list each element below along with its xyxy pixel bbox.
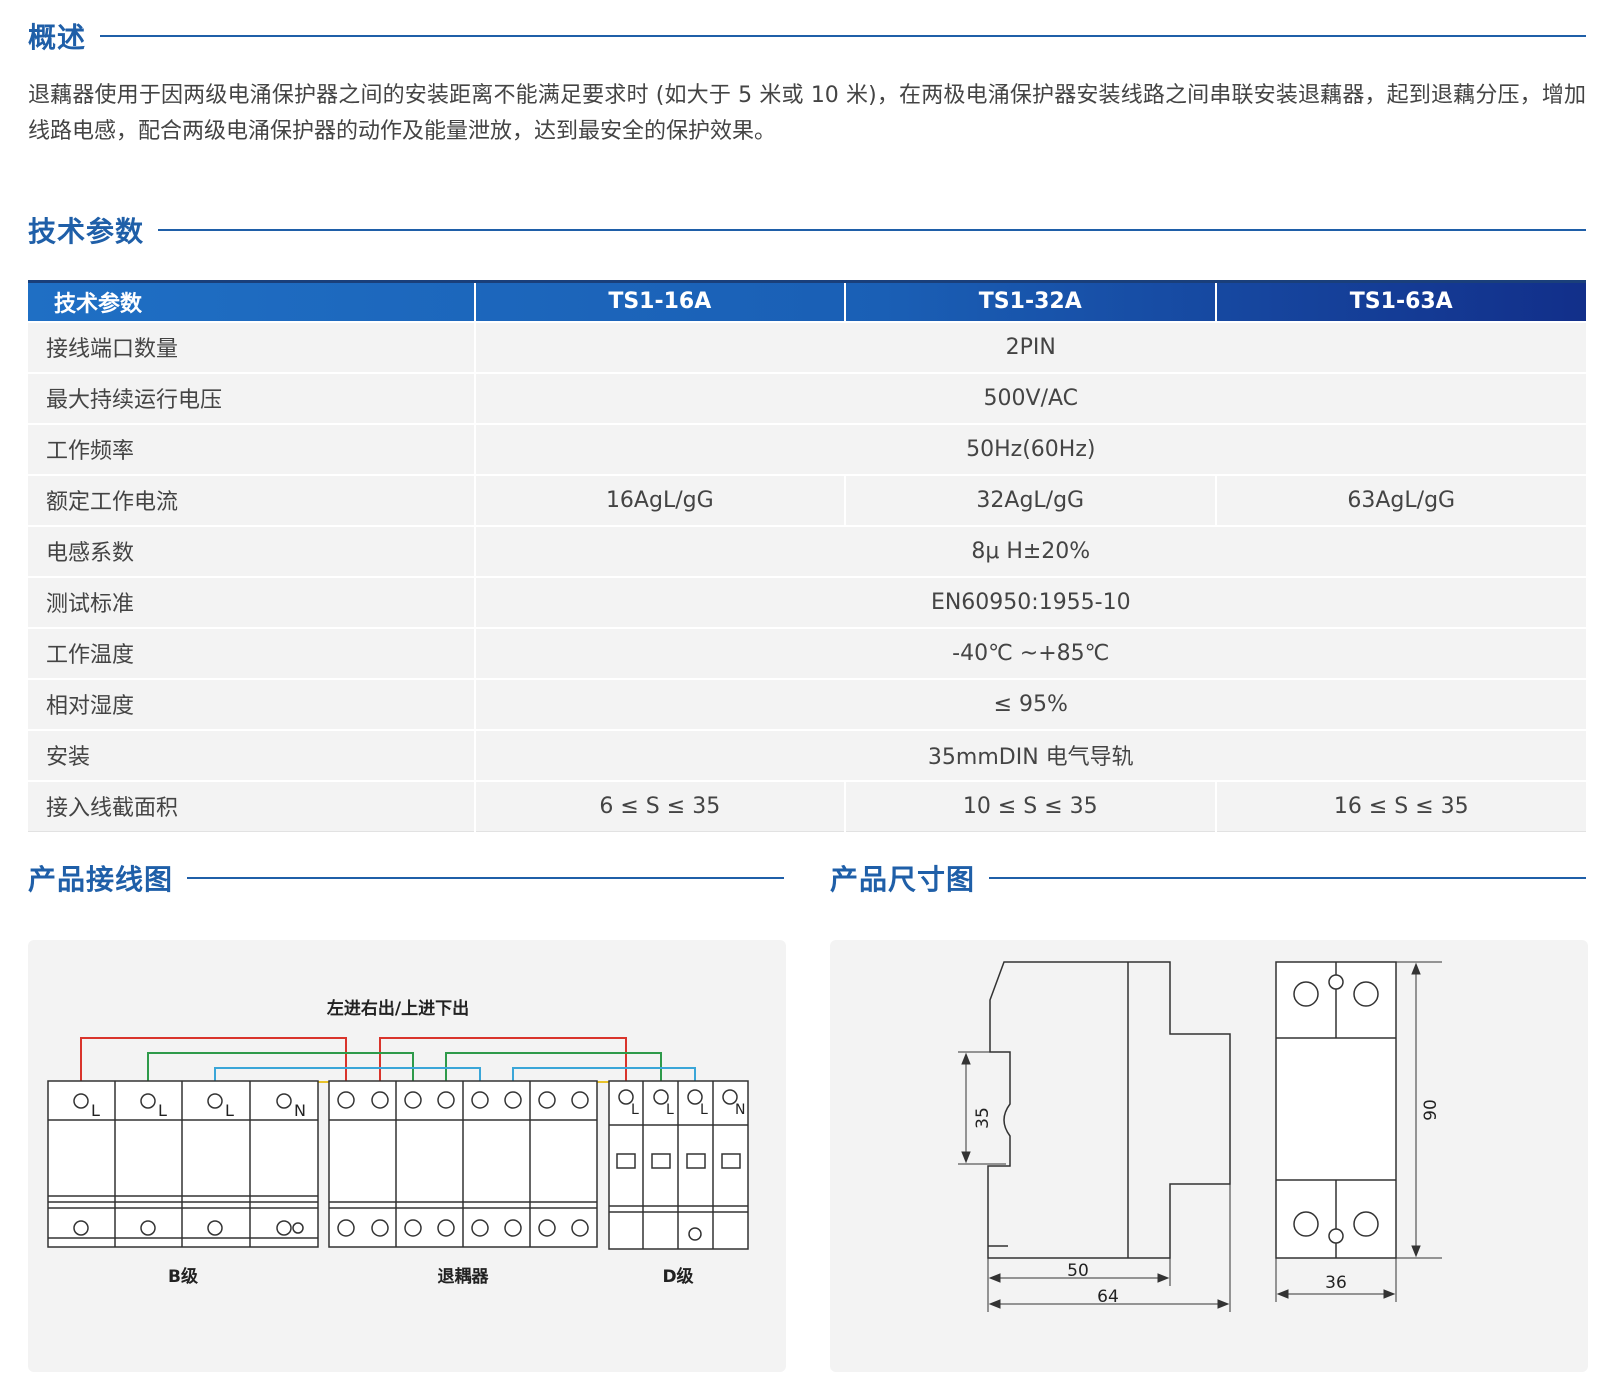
- header-cell: TS1-32A: [844, 280, 1216, 322]
- row-label: 工作频率: [28, 422, 475, 475]
- dimensions-diagram-panel: 35 50 64 90 36: [830, 940, 1588, 1372]
- row-value: 32AgL/gG: [844, 473, 1216, 526]
- decoupler-module: [328, 1080, 598, 1248]
- dims-divider: [989, 877, 1586, 879]
- b-class-label: B级: [168, 1266, 198, 1287]
- decoupler-label: 退耦器: [438, 1266, 490, 1287]
- row-value: ≤ 95%: [473, 677, 1586, 730]
- b-terminal-label: L: [158, 1101, 167, 1120]
- side-dimension-lines: [958, 1051, 1231, 1312]
- row-value: 2PIN: [473, 320, 1586, 373]
- b-terminal-label: N: [294, 1101, 306, 1120]
- header-cell: TS1-63A: [1214, 280, 1586, 322]
- wiring-diagram-panel: 左进右出/上进下出 L: [28, 940, 786, 1372]
- row-label: 最大持续运行电压: [28, 371, 475, 424]
- wiring-divider: [187, 877, 784, 879]
- d-class-module: [608, 1080, 749, 1250]
- overview-divider: [100, 35, 1586, 37]
- dim-label-64: 64: [1097, 1287, 1119, 1307]
- d-terminal-label: N: [735, 1102, 745, 1118]
- d-terminal-label: L: [666, 1102, 674, 1118]
- b-class-module: [47, 1080, 319, 1248]
- row-value: 16AgL/gG: [473, 473, 846, 526]
- header-cell: 技术参数: [28, 280, 475, 322]
- row-label: 工作温度: [28, 626, 475, 679]
- wiring-title: 产品接线图: [28, 863, 174, 896]
- row-value: 500V/AC: [473, 371, 1586, 424]
- dimensions-diagram: 35 50 64 90 36: [958, 961, 1442, 1312]
- row-value: 50Hz(60Hz): [473, 422, 1586, 475]
- table-row: 相对湿度≤ 95%: [28, 677, 1586, 730]
- row-label: 安装: [28, 728, 475, 781]
- b-terminal-label: L: [91, 1101, 100, 1120]
- dims-heading: 产品尺寸图: [830, 858, 1586, 898]
- params-heading: 技术参数: [28, 210, 1586, 250]
- row-label: 额定工作电流: [28, 473, 475, 526]
- dim-label-35: 35: [973, 1107, 993, 1129]
- row-value: 6 ≤ S ≤ 35: [473, 779, 846, 832]
- params-title: 技术参数: [28, 215, 145, 248]
- row-label: 相对湿度: [28, 677, 475, 730]
- row-value: -40℃ ~+85℃: [473, 626, 1586, 679]
- wiring-heading: 产品接线图: [28, 858, 784, 898]
- side-view: [987, 961, 1231, 1259]
- wire-green: [445, 1052, 662, 1104]
- table-row: 工作温度-40℃ ~+85℃: [28, 626, 1586, 679]
- row-value: 63AgL/gG: [1214, 473, 1586, 526]
- overview-title: 概述: [28, 21, 87, 54]
- dim-label-50: 50: [1067, 1261, 1089, 1281]
- wiring-diagram: 左进右出/上进下出 L: [47, 998, 749, 1287]
- row-value: 10 ≤ S ≤ 35: [844, 779, 1216, 832]
- dim-label-36: 36: [1325, 1273, 1347, 1293]
- header-cell: TS1-16A: [473, 280, 846, 322]
- row-label: 电感系数: [28, 524, 475, 577]
- wiring-caption: 左进右出/上进下出: [327, 998, 469, 1019]
- dims-title: 产品尺寸图: [830, 863, 976, 896]
- overview-heading: 概述: [28, 16, 1586, 56]
- overview-text: 退藕器使用于因两级电涌保护器之间的安装距离不能满足要求时 (如大于 5 米或 1…: [28, 83, 1586, 144]
- row-label: 测试标准: [28, 575, 475, 628]
- row-value: 16 ≤ S ≤ 35: [1214, 779, 1586, 832]
- dim-label-90: 90: [1421, 1099, 1441, 1121]
- row-label: 接入线截面积: [28, 779, 475, 832]
- d-terminal-label: L: [700, 1102, 708, 1118]
- params-divider: [158, 229, 1586, 231]
- row-value: 8μ H±20%: [473, 524, 1586, 577]
- row-value: EN60950:1955-10: [473, 575, 1586, 628]
- front-view: [1275, 961, 1397, 1259]
- wire-red: [80, 1037, 347, 1116]
- spec-header-row: 技术参数 TS1-16A TS1-32A TS1-63A: [28, 280, 1586, 322]
- front-dimension-lines: [1275, 961, 1442, 1302]
- row-label: 接线端口数量: [28, 320, 475, 373]
- row-value: 35mmDIN 电气导轨: [473, 728, 1586, 781]
- wire-red: [379, 1037, 627, 1104]
- b-terminal-label: L: [225, 1101, 234, 1120]
- d-class-label: D级: [662, 1266, 693, 1287]
- d-terminal-label: L: [631, 1102, 639, 1118]
